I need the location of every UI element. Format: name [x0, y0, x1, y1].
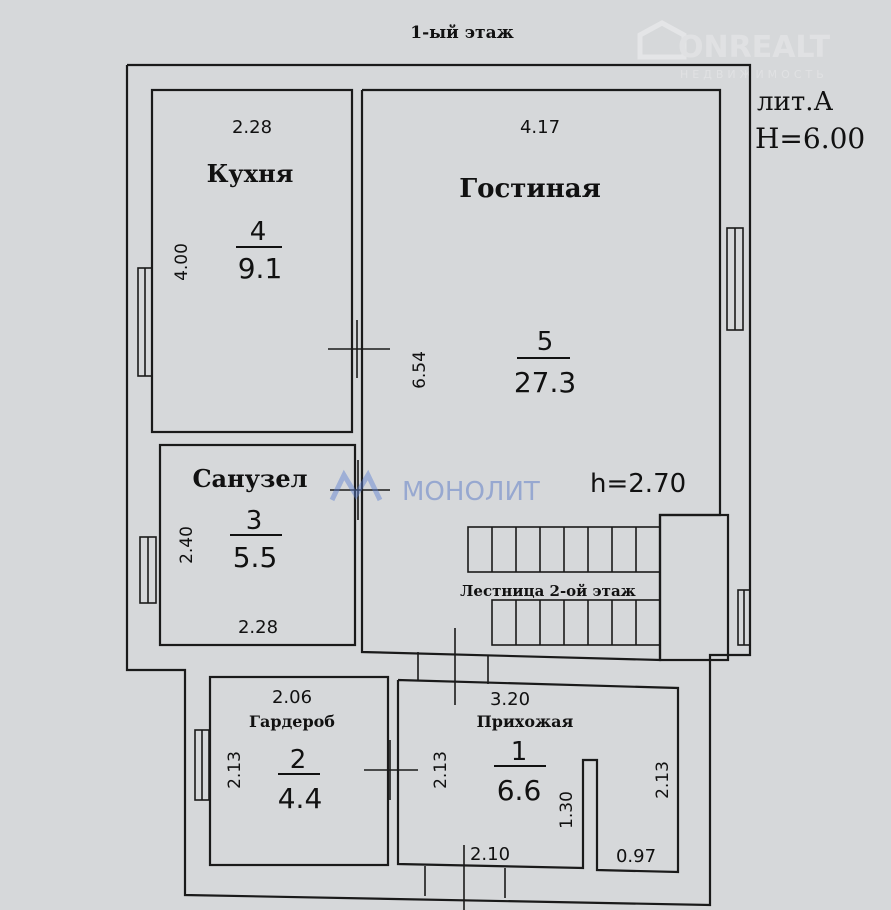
onrealt-watermark: ONREALT НЕДВИЖИМОСТЬ [637, 20, 831, 81]
wardrobe-name: Гардероб [249, 712, 335, 731]
wardrobe-room [208, 675, 390, 867]
wardrobe-width: 2.06 [272, 687, 312, 708]
hall-bottom-width: 2.10 [470, 844, 510, 865]
hall-area: 6.6 [497, 774, 542, 807]
windows [137, 227, 751, 801]
kitchen-area: 9.1 [238, 252, 283, 285]
kitchen-length: 4.00 [172, 243, 192, 281]
building-letter: лит.А [757, 87, 833, 117]
kitchen-number: 4 [250, 217, 267, 247]
onrealt-logo-subtext: НЕДВИЖИМОСТЬ [680, 68, 828, 81]
hall-partition-length: 1.30 [557, 791, 577, 829]
stair-landing [658, 513, 730, 662]
closet-length: 2.13 [653, 761, 673, 799]
bathroom-area: 5.5 [233, 541, 278, 574]
outer-wall [125, 63, 752, 907]
building-height: H=6.00 [755, 122, 865, 155]
hall-length: 2.13 [431, 751, 451, 789]
bathroom-room [158, 443, 357, 647]
monolit-logo-text: МОНОЛИТ [402, 477, 540, 507]
living-name: Гостиная [459, 174, 601, 204]
hall-number: 1 [511, 737, 528, 767]
wardrobe-number: 2 [290, 745, 307, 775]
kitchen-name: Кухня [207, 159, 294, 188]
ceiling-height: h=2.70 [590, 469, 686, 499]
closet-width: 0.97 [616, 846, 656, 867]
stairs-name: Лестница 2-ой этаж [460, 582, 636, 600]
onrealt-logo-text: ONREALT [678, 30, 831, 65]
living-length: 6.54 [410, 351, 430, 389]
bathroom-number: 3 [246, 506, 263, 536]
monolit-watermark: МОНОЛИТ [329, 469, 540, 507]
hall-room [396, 678, 680, 874]
monolit-logo-icon [329, 469, 383, 502]
living-number: 5 [537, 327, 554, 357]
kitchen-room [150, 88, 354, 434]
doors [328, 320, 506, 910]
wardrobe-length: 2.13 [225, 751, 245, 789]
house-logo-icon [637, 20, 687, 60]
kitchen-width: 2.28 [232, 117, 272, 138]
wardrobe-area: 4.4 [278, 782, 323, 815]
living-area: 27.3 [514, 366, 576, 399]
bathroom-width: 2.28 [238, 617, 278, 638]
bathroom-name: Санузел [192, 464, 307, 493]
stair-steps [467, 526, 661, 646]
living-width: 4.17 [520, 117, 560, 138]
bathroom-length: 2.40 [177, 526, 197, 564]
hall-name: Прихожая [477, 712, 574, 731]
hall-width: 3.20 [490, 689, 530, 710]
floor-title: 1-ый этаж [410, 23, 514, 43]
